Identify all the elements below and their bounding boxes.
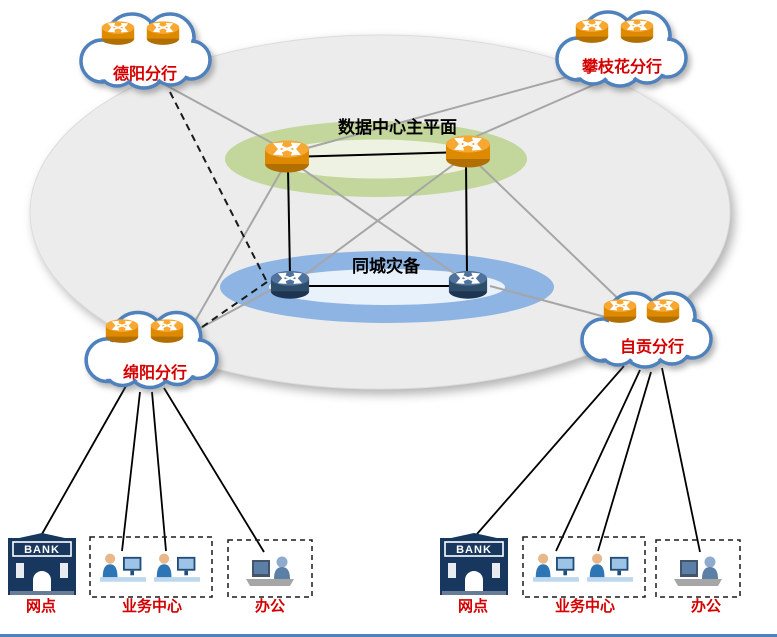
backup-dashed-links <box>169 91 268 335</box>
access-links-left <box>41 385 265 553</box>
core-router-main-right-icon <box>446 136 490 168</box>
site-label-outlet-left: 网点 <box>25 598 56 615</box>
dr-label: 同城灾备 <box>352 257 420 276</box>
branch-router-icon <box>147 21 179 45</box>
branch-router-icon <box>621 19 653 43</box>
workstation-icon <box>100 553 146 582</box>
main-plane-label: 数据中心主平面 <box>338 118 457 137</box>
office-person-icon <box>246 556 294 586</box>
office-right <box>655 539 741 598</box>
office-left <box>227 539 313 598</box>
branch-router-icon <box>102 21 134 45</box>
bank-building-icon <box>8 533 76 595</box>
site-label-office-right: 办公 <box>690 598 721 615</box>
branch-router-icon <box>106 319 138 343</box>
branch-label-mianyang: 绵阳分行 <box>122 365 187 382</box>
branch-label-zigong: 自贡分行 <box>619 339 684 356</box>
branch-router-icon <box>576 19 608 43</box>
site-label-office-left: 办公 <box>254 598 285 615</box>
branch-label-deyang: 德阳分行 <box>112 66 177 83</box>
site-label-business-center-left: 业务中心 <box>121 598 182 615</box>
site-label-business-center-right: 业务中心 <box>554 598 615 615</box>
core-links <box>286 151 468 287</box>
workstation-icon <box>154 553 200 582</box>
branch-router-icon <box>151 319 183 343</box>
business-center-left <box>89 536 213 598</box>
core-router-dr-right-icon <box>449 271 487 299</box>
bank-building-icon <box>440 533 508 595</box>
branch-router-icon <box>647 299 679 323</box>
access-links-right <box>476 365 701 553</box>
site-label-outlet-right: 网点 <box>457 598 488 615</box>
workstation-icon <box>587 553 633 582</box>
backbone-ellipse <box>29 34 731 390</box>
workstation-icon <box>533 553 579 582</box>
office-person-icon <box>674 556 722 586</box>
core-router-main-left-icon <box>265 141 309 173</box>
branch-router-icon <box>604 299 636 323</box>
branch-label-panzhihua: 攀枝花分行 <box>581 59 662 76</box>
core-router-dr-left-icon <box>271 271 309 299</box>
business-center-right <box>522 536 646 598</box>
